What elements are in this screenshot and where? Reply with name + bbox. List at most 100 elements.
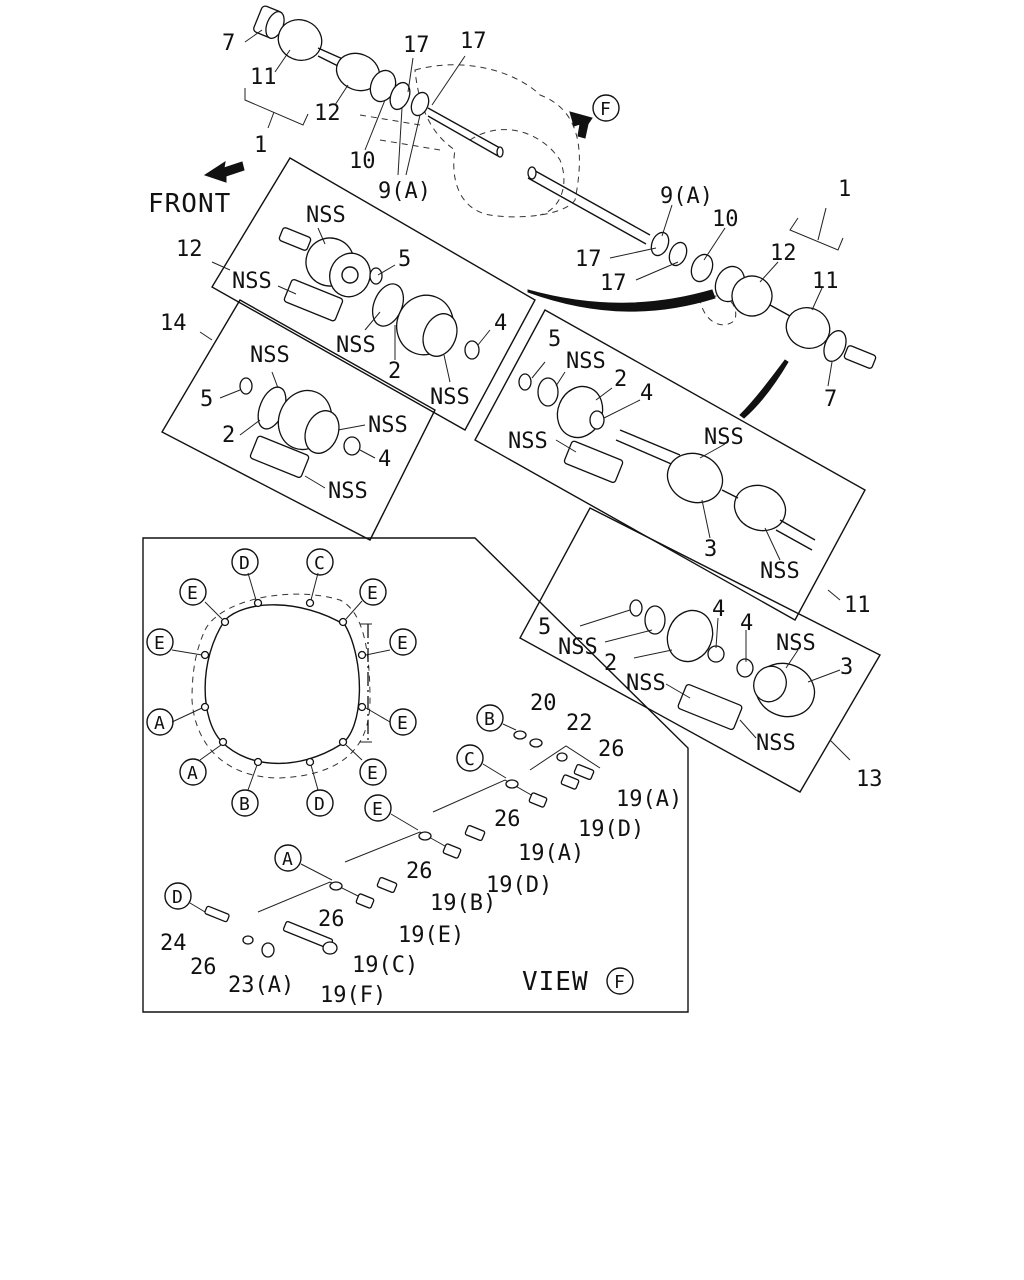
label-26-a: 26 xyxy=(318,907,345,932)
label-5-box13: 5 xyxy=(538,615,551,640)
label-5-box12: 5 xyxy=(398,247,411,272)
label-20: 20 xyxy=(530,691,557,716)
label-9a-top: 9(A) xyxy=(378,179,431,204)
label-4-box11: 4 xyxy=(640,381,653,406)
label-17-right-b: 17 xyxy=(600,271,627,296)
label-2-box11: 2 xyxy=(614,367,627,392)
label-19f: 19(F) xyxy=(320,983,386,1008)
circle-letter-c-top: C xyxy=(314,553,325,574)
leader-lines-top xyxy=(244,29,833,387)
label-17-right-a: 17 xyxy=(575,247,602,272)
label-17-top-b: 17 xyxy=(460,29,487,54)
label-2-box12: 2 xyxy=(388,359,401,384)
label-19a-c: 19(A) xyxy=(518,841,584,866)
label-26-d: 26 xyxy=(190,955,217,980)
label-12-box: 12 xyxy=(176,237,203,262)
label-4-box13-a: 4 xyxy=(712,597,725,622)
circle-letter-d-2: D xyxy=(172,887,183,908)
circle-letter-e-4: E xyxy=(397,633,408,654)
box-12-inner-joint-kit: 12 NSS NSS 5 NSS 2 4 NSS xyxy=(176,157,536,431)
label-11-box: 11 xyxy=(844,593,871,618)
nss-label-3: NSS xyxy=(336,333,376,358)
connector-swoosh-right xyxy=(739,359,789,419)
circle-letter-a-1: A xyxy=(154,713,165,734)
label-5-box11: 5 xyxy=(548,327,561,352)
label-4-box12: 4 xyxy=(494,311,507,336)
nss-label-5: NSS xyxy=(250,343,290,368)
label-2-box13: 2 xyxy=(604,651,617,676)
view-f-circle-letter: F xyxy=(600,99,611,120)
label-12-top: 12 xyxy=(314,101,341,126)
left-drive-shaft xyxy=(253,5,504,158)
nss-label-7: NSS xyxy=(328,479,368,504)
nss-label-15: NSS xyxy=(756,731,796,756)
circle-letter-a-3: A xyxy=(282,849,293,870)
label-3-box13: 3 xyxy=(840,655,853,680)
label-26-b: 26 xyxy=(598,737,625,762)
circle-letter-e-5: E xyxy=(397,713,408,734)
label-9a-right: 9(A) xyxy=(660,184,713,209)
label-2-box14: 2 xyxy=(222,423,235,448)
label-19b: 19(B) xyxy=(430,891,496,916)
view-f-arrow-icon xyxy=(569,111,593,139)
label-11-right: 11 xyxy=(812,269,839,294)
label-3-box11: 3 xyxy=(704,537,717,562)
label-5-box14: 5 xyxy=(200,387,213,412)
label-1-right: 1 xyxy=(838,177,851,202)
circle-letter-d-1: D xyxy=(314,794,325,815)
nss-label-8: NSS xyxy=(566,349,606,374)
circle-letter-e-1: E xyxy=(367,583,378,604)
circle-letter-d-top: D xyxy=(239,553,250,574)
label-7-top: 7 xyxy=(222,31,235,56)
box-13-outer-boot-kit: 13 5 NSS 2 4 4 NSS 3 NSS NSS xyxy=(519,507,883,793)
front-arrow-icon xyxy=(203,160,245,183)
label-7-right: 7 xyxy=(824,387,837,412)
label-1-top: 1 xyxy=(254,133,267,158)
front-label: FRONT xyxy=(148,189,231,219)
label-12-right: 12 xyxy=(770,241,797,266)
nss-label-11: NSS xyxy=(760,559,800,584)
circle-letter-e-3: E xyxy=(154,633,165,654)
box-14-boot-kit: 14 NSS 5 2 NSS 4 NSS xyxy=(160,299,436,541)
label-10-top: 10 xyxy=(349,149,376,174)
circle-letter-a-2: A xyxy=(187,763,198,784)
nss-label-6: NSS xyxy=(368,413,408,438)
circle-letter-e-2: E xyxy=(187,583,198,604)
view-caption-letter-f: F xyxy=(614,972,625,993)
circle-letter-b-1: B xyxy=(239,794,250,815)
nss-label-1: NSS xyxy=(306,203,346,228)
label-19a-b: 19(A) xyxy=(616,787,682,812)
nss-label-4: NSS xyxy=(430,385,470,410)
circle-letter-e-6: E xyxy=(367,763,378,784)
nss-label-2: NSS xyxy=(232,269,272,294)
differential-housing xyxy=(359,64,737,326)
right-drive-shaft xyxy=(527,166,877,369)
connector-swoosh-left xyxy=(527,289,716,312)
view-f-panel: D C E E E E A E A E B D B 20 22 26 xyxy=(142,537,689,1013)
label-14-box: 14 xyxy=(160,311,187,336)
label-24: 24 xyxy=(160,931,187,956)
label-11-top: 11 xyxy=(250,65,277,90)
circle-letter-c-2: C xyxy=(464,749,475,770)
label-26-c: 26 xyxy=(494,807,521,832)
label-19c: 19(C) xyxy=(352,953,418,978)
label-10-right: 10 xyxy=(712,207,739,232)
label-19d-c: 19(D) xyxy=(486,873,552,898)
label-13-box: 13 xyxy=(856,767,883,792)
circle-letter-b-2: B xyxy=(484,709,495,730)
nss-label-13: NSS xyxy=(776,631,816,656)
label-23a: 23(A) xyxy=(228,973,294,998)
label-17-top-a: 17 xyxy=(403,33,430,58)
label-19e: 19(E) xyxy=(398,923,464,948)
label-19d-b: 19(D) xyxy=(578,817,644,842)
nss-label-9: NSS xyxy=(508,429,548,454)
label-22: 22 xyxy=(566,711,593,736)
nss-label-14: NSS xyxy=(626,671,666,696)
box-11-outer-joint-kit: 11 5 NSS 2 4 NSS NSS 3 NSS xyxy=(474,309,871,621)
circle-letter-e-7: E xyxy=(372,799,383,820)
label-4-box13-b: 4 xyxy=(740,611,753,636)
label-4-box14: 4 xyxy=(378,447,391,472)
label-26-e: 26 xyxy=(406,859,433,884)
view-label: VIEW xyxy=(522,967,589,997)
